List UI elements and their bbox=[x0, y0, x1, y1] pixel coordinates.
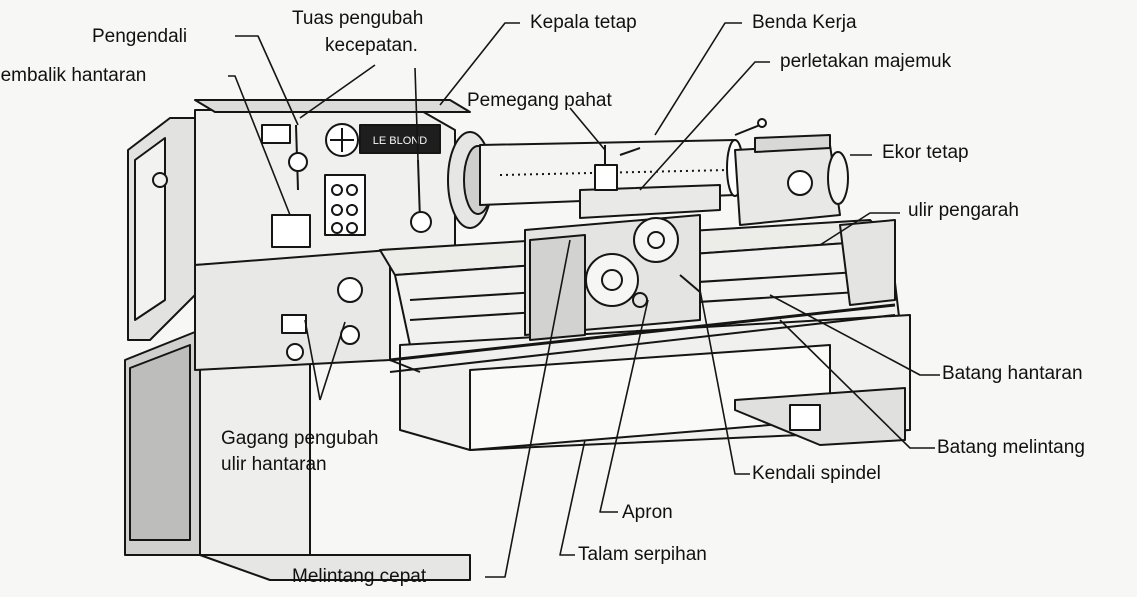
left-cabinet bbox=[124, 329, 471, 581]
bed-base bbox=[399, 314, 911, 451]
leader-pengendali bbox=[235, 35, 299, 126]
leader-pembalik bbox=[228, 75, 291, 216]
leader-kepala-tetap bbox=[439, 22, 520, 106]
leader-tuas-a bbox=[299, 64, 376, 119]
headstock: LE BLOND bbox=[194, 99, 471, 266]
label-tuas-pengubah-1: Tuas pengubah bbox=[292, 8, 424, 29]
leader-benda-kerja bbox=[654, 22, 742, 136]
compound-rest bbox=[579, 145, 721, 219]
motor-cover bbox=[127, 117, 201, 341]
leader-gagang-b bbox=[319, 321, 346, 401]
leader-talam bbox=[559, 439, 586, 556]
right-end bbox=[839, 219, 896, 306]
label-kepala-tetap: Kepala tetap bbox=[530, 12, 637, 33]
label-melintang-cepat: Melintang cepat bbox=[292, 566, 427, 587]
label-pembalik-hantaran: pembalik hantaran bbox=[0, 65, 147, 86]
label-gagang-pengubah-1: Gagang pengubah bbox=[221, 428, 379, 449]
leader-ulir bbox=[819, 212, 900, 246]
label-apron: Apron bbox=[622, 502, 673, 523]
label-batang-melintang: Batang melintang bbox=[937, 437, 1085, 458]
leader-gagang-a bbox=[304, 319, 321, 401]
label-perletakan-majemuk: perletakan majemuk bbox=[780, 51, 952, 72]
label-pemegang-pahat: Pemegang pahat bbox=[467, 90, 612, 111]
label-benda-kerja: Benda Kerja bbox=[752, 12, 857, 33]
label-tuas-pengubah-2: kecepatan. bbox=[325, 35, 418, 56]
label-kendali-spindel: Kendali spindel bbox=[752, 463, 881, 484]
plate-text: LE BLOND bbox=[373, 135, 427, 147]
leader-tuas-b bbox=[414, 67, 419, 161]
leader-kendali bbox=[699, 289, 750, 475]
tailstock bbox=[734, 118, 849, 226]
leader-batang-melintang bbox=[779, 319, 935, 449]
leader-apron bbox=[599, 299, 649, 513]
label-ekor-tetap: Ekor tetap bbox=[882, 142, 969, 163]
gearbox bbox=[194, 249, 391, 371]
leader-perletakan bbox=[639, 61, 770, 191]
carriage-apron bbox=[524, 214, 701, 341]
leader-lines bbox=[228, 22, 940, 578]
label-talam-serpihan: Talam serpihan bbox=[578, 544, 707, 565]
leader-batang-hantaran bbox=[769, 294, 940, 376]
leader-pemegang bbox=[569, 107, 606, 151]
label-pengendali: Pengendali bbox=[92, 26, 188, 47]
label-ulir-pengarah: ulir pengarah bbox=[908, 200, 1019, 221]
leadscrew-rods bbox=[389, 303, 896, 373]
leader-melintang-cepat bbox=[485, 239, 571, 578]
label-gagang-pengubah-2: ulir hantaran bbox=[221, 454, 327, 475]
label-batang-hantaran: Batang hantaran bbox=[942, 363, 1083, 384]
